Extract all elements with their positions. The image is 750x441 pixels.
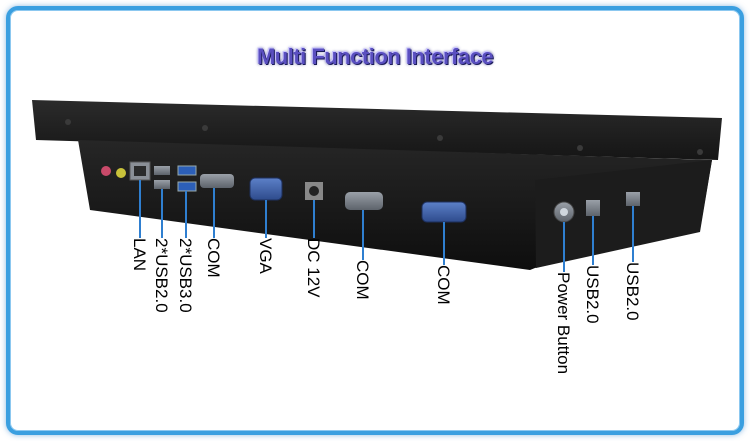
label-lan: LAN [130, 238, 149, 272]
label-usb20-b: USB2.0 [623, 262, 642, 321]
com-port [200, 174, 234, 188]
label-com-1: COM [204, 238, 223, 278]
screw [577, 145, 583, 151]
label-power-button: Power Button [554, 272, 573, 375]
page-title: Multi Function Interface [256, 44, 494, 69]
pointer-lines [139, 180, 634, 272]
chassis-top [32, 100, 722, 160]
screw [65, 119, 71, 125]
label-com-2: COM [353, 260, 372, 300]
label-dc-12v: DC 12V [304, 238, 323, 298]
label-usb20-a: USB2.0 [583, 265, 602, 324]
usb2-port [154, 166, 170, 175]
usb3-port [177, 181, 197, 192]
label-vga: VGA [256, 238, 275, 274]
audio-jack-yellow [116, 168, 126, 178]
usb2-port [586, 200, 600, 216]
com-port [345, 192, 383, 210]
usb2-port [154, 180, 170, 189]
label-2-usb20: 2*USB2.0 [152, 238, 171, 313]
usb3-port [177, 165, 197, 176]
screw [437, 135, 443, 141]
label-2-usb30: 2*USB3.0 [176, 238, 195, 313]
audio-jack-pink [101, 166, 111, 176]
vga-port [249, 177, 283, 201]
screw [697, 149, 703, 155]
usb2-port [626, 192, 640, 206]
chassis-side [535, 160, 712, 268]
com-port [421, 201, 467, 223]
screw [202, 125, 208, 131]
label-com-3: COM [434, 265, 453, 305]
